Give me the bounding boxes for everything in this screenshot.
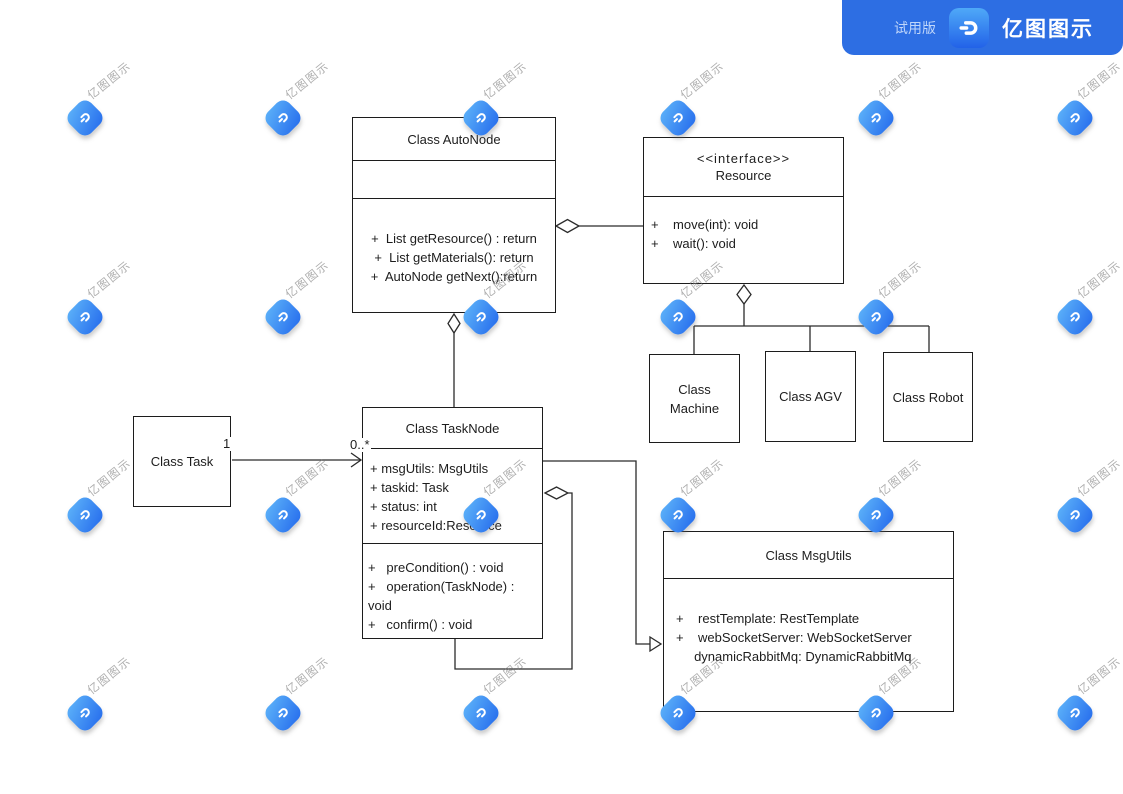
edraw-logo-icon <box>854 96 898 140</box>
watermark-text: 亿图图示 <box>1075 60 1123 103</box>
watermark-text: 亿图图示 <box>481 655 530 698</box>
member-line: + AutoNode getNext():return <box>370 269 538 284</box>
edraw-logo-icon <box>261 96 305 140</box>
watermark-text: 亿图图示 <box>1075 259 1123 302</box>
member-line: + List getMaterials(): return <box>374 250 534 265</box>
class-title: Class AutoNode <box>407 131 501 147</box>
watermark-text: 亿图图示 <box>85 259 134 302</box>
member-line: + resourceId:Resource <box>370 518 502 533</box>
attributes-compartment: + restTemplate: RestTemplate + webSocketS… <box>664 578 953 711</box>
watermark-text: 亿图图示 <box>481 60 530 103</box>
edraw-logo-icon <box>459 691 503 735</box>
member-line: + preCondition() : void <box>368 560 504 575</box>
class-title: Class TaskNode <box>405 420 500 436</box>
member-line: + List getResource() : return <box>371 231 537 246</box>
arrowhead-triangle-icon <box>649 635 663 653</box>
watermark-text: 亿图图示 <box>876 457 925 500</box>
class-box-autonode[interactable]: Class AutoNode + List getResource() : re… <box>352 117 556 313</box>
multiplicity-label-tasknode-end: 0..* <box>349 437 371 452</box>
connector-autonode-resource[interactable] <box>554 218 643 234</box>
watermark-text: 亿图图示 <box>85 457 134 500</box>
class-title: Class Task <box>150 454 214 469</box>
member-line: + msgUtils: MsgUtils <box>370 461 489 476</box>
edraw-logo-icon <box>656 691 700 735</box>
watermark-text: 亿图图示 <box>85 60 134 103</box>
edraw-logo-icon <box>854 493 898 537</box>
connector-resource-implementations[interactable] <box>693 283 930 354</box>
class-title: Class MsgUtils <box>765 547 852 563</box>
class-box-tasknode[interactable]: Class TaskNode + msgUtils: MsgUtils + tas… <box>362 407 543 639</box>
class-title: <<interface>> Resource <box>696 151 791 183</box>
member-line: dynamicRabbitMq: DynamicRabbitMq <box>676 649 912 664</box>
class-box-task[interactable]: Class Task <box>133 416 231 507</box>
edraw-logo-icon <box>949 7 989 48</box>
connector-task-tasknode[interactable] <box>232 452 363 468</box>
brand-name: 亿图图示 <box>1002 17 1094 41</box>
edraw-logo-icon <box>63 691 107 735</box>
edraw-logo-icon <box>63 295 107 339</box>
edraw-logo-icon <box>1053 295 1097 339</box>
watermark-text: 亿图图示 <box>1075 457 1123 500</box>
watermark-text: 亿图图示 <box>1075 655 1123 698</box>
edraw-logo-icon <box>459 493 503 537</box>
class-box-machine[interactable]: Class Machine <box>649 354 740 443</box>
edraw-logo-icon <box>261 691 305 735</box>
member-line: + restTemplate: RestTemplate <box>676 611 860 626</box>
member-line: + operation(TaskNode) : void <box>368 579 518 613</box>
class-title: Class Machine <box>669 381 720 416</box>
aggregation-diamond-icon <box>543 486 570 500</box>
methods-compartment: + preCondition() : void + operation(TaskN… <box>363 543 542 638</box>
methods-compartment: + List getResource() : return + List getM… <box>353 198 555 312</box>
edraw-logo-icon <box>63 493 107 537</box>
watermark-text: 亿图图示 <box>85 655 134 698</box>
watermark-text: 亿图图示 <box>876 259 925 302</box>
class-box-robot[interactable]: Class Robot <box>883 352 973 442</box>
edraw-logo-icon <box>1053 493 1097 537</box>
watermark-text: 亿图图示 <box>283 457 332 500</box>
aggregation-diamond-icon <box>447 312 461 335</box>
edraw-logo-icon <box>656 493 700 537</box>
watermark-text: 亿图图示 <box>678 60 727 103</box>
member-line: + confirm() : void <box>368 617 473 632</box>
connector-autonode-tasknode[interactable] <box>447 312 461 407</box>
member-line: + webSocketServer: WebSocketServer <box>676 630 912 645</box>
edraw-logo-icon <box>854 691 898 735</box>
attributes-compartment <box>353 160 555 198</box>
trial-version-label: 试用版 <box>894 19 936 36</box>
watermark-text: 亿图图示 <box>678 457 727 500</box>
watermark-text: 亿图图示 <box>283 655 332 698</box>
trial-badge[interactable]: 试用版 亿图图示 <box>842 0 1123 55</box>
class-box-agv[interactable]: Class AGV <box>765 351 856 442</box>
edraw-logo-icon <box>1053 96 1097 140</box>
member-line: + move(int): void <box>651 217 759 232</box>
edraw-logo-icon <box>261 493 305 537</box>
multiplicity-label-task-end: 1 <box>222 436 232 451</box>
class-box-resource[interactable]: <<interface>> Resource + move(int): void… <box>643 137 844 284</box>
edraw-logo-icon <box>261 295 305 339</box>
connector-tasknode-msgutils[interactable] <box>543 460 663 653</box>
aggregation-diamond-icon <box>736 283 752 306</box>
watermark-text: 亿图图示 <box>283 60 332 103</box>
aggregation-diamond-icon <box>554 218 581 234</box>
class-title: Class AGV <box>779 389 842 404</box>
class-title: Class Robot <box>892 389 964 405</box>
watermark-text: 亿图图示 <box>283 259 332 302</box>
member-line: + wait(): void <box>651 236 736 251</box>
edraw-logo-icon <box>656 295 700 339</box>
edraw-logo-icon <box>459 96 503 140</box>
edraw-logo-icon <box>1053 691 1097 735</box>
member-line: + status: int <box>370 499 437 514</box>
edraw-logo-icon <box>854 295 898 339</box>
edraw-logo-icon <box>459 295 503 339</box>
edraw-logo-icon <box>656 96 700 140</box>
methods-compartment: + move(int): void + wait(): void <box>644 196 843 283</box>
class-box-msgutils[interactable]: Class MsgUtils + restTemplate: RestTempl… <box>663 531 954 712</box>
watermark-text: 亿图图示 <box>876 60 925 103</box>
edraw-logo-icon <box>63 96 107 140</box>
member-line: + taskid: Task <box>370 480 449 495</box>
